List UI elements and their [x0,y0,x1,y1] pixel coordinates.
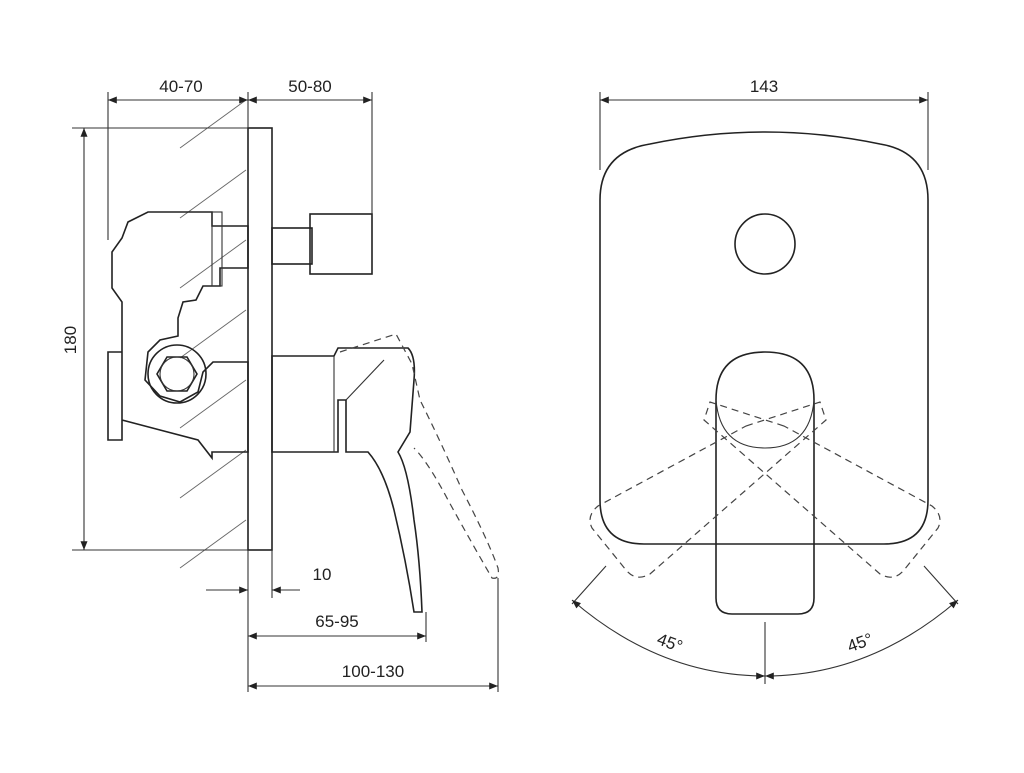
diverter-knob [309,213,373,275]
dim-height: 180 [61,326,80,354]
front-handle [715,351,815,615]
side-dimensions: 40-70 50-80 180 10 65-95 100-130 [61,77,499,692]
front-handle-top [715,399,815,449]
cover-plate [247,127,273,551]
dim-width: 143 [750,77,778,96]
dim-handle-projection: 65-95 [315,612,358,631]
handle-alt-position [339,333,499,579]
side-view [107,99,499,613]
dim-rough-in: 50-80 [288,77,331,96]
valve-body [107,211,249,461]
outlet-nut-inner [159,356,195,392]
dim-rotation-right: 45° [845,630,876,657]
dim-total-projection: 100-130 [342,662,404,681]
front-handle-rot-right [703,401,941,578]
outlet-nut-outer [147,344,207,404]
front-cover-plate [599,131,929,545]
handle-body [271,347,423,613]
valve-seat [211,211,223,287]
handle-lever-edge [345,359,385,401]
front-view [589,131,941,615]
front-diverter-knob [734,213,796,275]
outlet-nut-hex [156,356,198,392]
dim-wall-depth: 40-70 [159,77,202,96]
front-dimensions: 143 45° 45° [571,77,959,684]
dim-plate-thickness: 10 [313,565,332,584]
front-handle-rot-left [589,401,827,578]
wall-hatching [179,99,247,569]
dim-rotation-left: 45° [655,630,686,657]
diverter-stem [271,227,313,265]
